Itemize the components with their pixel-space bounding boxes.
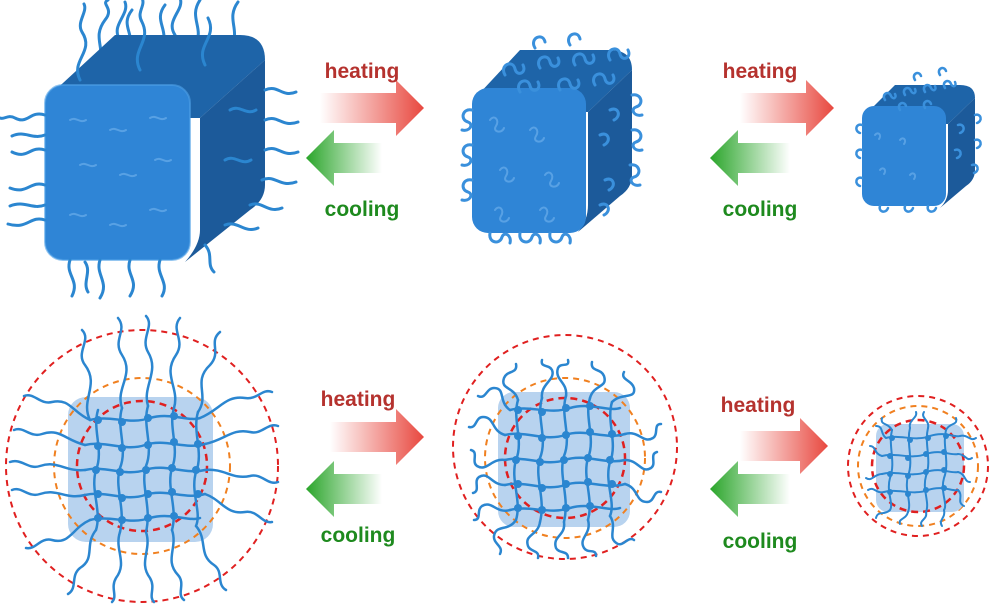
arrow-heat-top-1: [320, 80, 424, 136]
cooling-label-bottom-2: cooling: [723, 530, 798, 553]
large-section-extended: [5, 314, 280, 604]
small-cube-collapsed-chains: [855, 66, 982, 213]
core-boundary-large: [75, 399, 209, 533]
inner-boundary-medium: [484, 377, 646, 539]
inner-boundary-large: [53, 377, 231, 555]
outer-boundary-small: [847, 395, 989, 537]
cooling-label-bottom-1: cooling: [321, 524, 396, 547]
inner-boundary-small: [857, 405, 979, 527]
arrow-heat-bottom-2: [740, 418, 828, 474]
heating-label-top-2: heating: [723, 60, 798, 83]
heating-label-top-1: heating: [325, 60, 400, 83]
arrow-cool-bottom-1: [306, 461, 382, 517]
cooling-label-top-1: cooling: [325, 198, 400, 221]
arrow-cool-bottom-2: [710, 461, 790, 517]
heating-label-bottom-2: heating: [721, 394, 796, 417]
outer-boundary-large: [5, 329, 279, 603]
medium-section-coiled: [452, 334, 678, 560]
heating-label-bottom-1: heating: [321, 388, 396, 411]
outer-boundary-medium: [452, 334, 678, 560]
cooling-label-top-2: cooling: [723, 198, 798, 221]
arrow-heat-bottom-1: [330, 409, 424, 465]
core-fill-large: [68, 397, 213, 542]
core-boundary-small: [870, 418, 966, 514]
small-section-collapsed: [847, 395, 989, 537]
arrow-cool-top-2: [710, 130, 790, 186]
large-cube-extended-chains: [0, 0, 300, 300]
arrow-cool-top-1: [306, 130, 382, 186]
arrow-heat-top-2: [740, 80, 834, 136]
medium-cube-coiled-chains: [460, 32, 644, 245]
